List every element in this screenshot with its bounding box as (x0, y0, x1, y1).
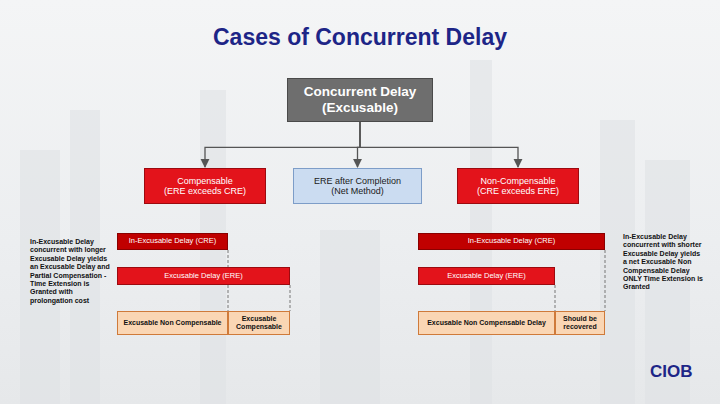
root-box: Concurrent Delay(Excusable) (287, 78, 433, 122)
connector-arrow (360, 122, 518, 167)
node-text: In-Excusable Delay (CRE) (468, 237, 556, 246)
case-note: In-Excusable Delay concurrent with longe… (30, 238, 114, 305)
delay-bar: Excusable Delay (ERE) (418, 267, 555, 285)
category-box: Non-Compensable(CRE exceeds ERE) (457, 168, 579, 204)
node-text: Excusable Non Compensable (123, 319, 221, 327)
node-text: Excusable Compensable (232, 315, 286, 331)
node-text: Excusable Delay (ERE) (447, 272, 525, 281)
delay-bar: In-Excusable Delay (CRE) (117, 233, 228, 250)
logo-text: CIOB (650, 362, 693, 382)
node-text: In-Excusable Delay (CRE) (129, 237, 217, 246)
node-text: Excusable Delay (ERE) (164, 272, 242, 281)
node-text: (ERE exceeds CRE) (164, 186, 246, 196)
delay-bar: Excusable Delay (ERE) (117, 267, 290, 285)
node-text: (CRE exceeds ERE) (477, 186, 559, 196)
node-text: Excusable Non Compensable Delay (427, 319, 546, 327)
node-text: Compensable (177, 176, 233, 186)
result-bar: Excusable Non Compensable (117, 311, 228, 335)
case-note: In-Excusable Delay concurrent with short… (623, 233, 705, 292)
connector-arrow (205, 122, 360, 167)
diagram-title: Cases of Concurrent Delay (0, 24, 720, 51)
node-text: Non-Compensable (480, 176, 555, 186)
category-box: ERE after Completion(Net Method) (293, 168, 422, 204)
result-bar: Should be recovered (555, 311, 605, 335)
node-text: (Excusable) (322, 100, 398, 116)
node-text: ERE after Completion (314, 176, 401, 186)
node-text: Should be recovered (559, 315, 601, 331)
delay-bar: In-Excusable Delay (CRE) (418, 233, 605, 250)
category-box: Compensable(ERE exceeds CRE) (144, 168, 266, 204)
node-text: Concurrent Delay (304, 84, 417, 100)
result-bar: Excusable Non Compensable Delay (418, 311, 555, 335)
result-bar: Excusable Compensable (228, 311, 290, 335)
node-text: (Net Method) (331, 186, 384, 196)
